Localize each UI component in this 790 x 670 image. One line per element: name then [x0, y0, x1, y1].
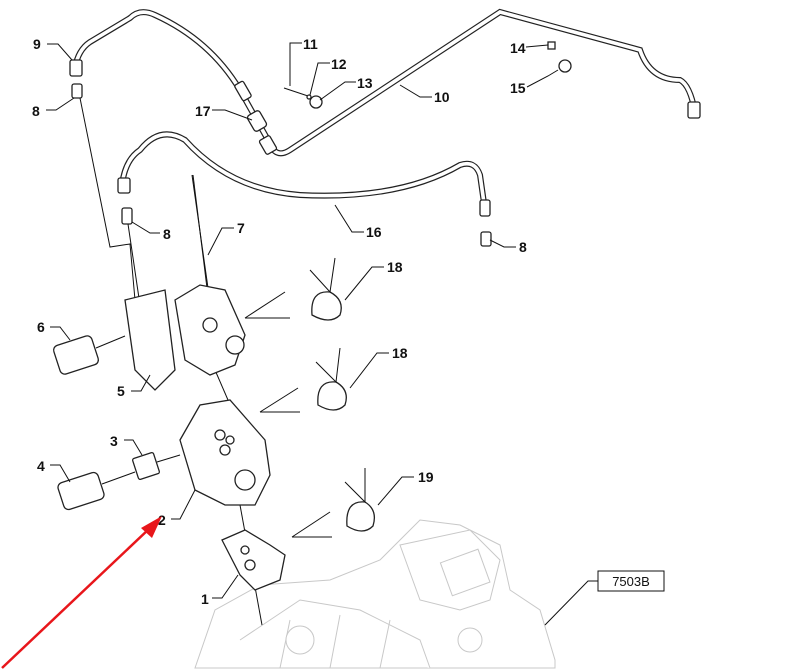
callout-9: 9	[33, 36, 41, 52]
callout-5: 5	[117, 383, 125, 399]
callout-10: 10	[434, 89, 450, 105]
callout-12: 12	[331, 56, 347, 72]
valve-block-1	[221, 529, 286, 591]
callout-18: 18	[392, 345, 408, 361]
seal-kit-bag-18a	[244, 257, 342, 321]
callout-17: 17	[195, 103, 211, 119]
callout-7: 7	[237, 220, 245, 236]
callout-6: 6	[37, 319, 45, 335]
leader-lines	[46, 42, 598, 626]
callout-2: 2	[158, 512, 166, 528]
reference-box: 7503B	[597, 570, 665, 592]
seal-kit-bag-19	[291, 468, 376, 538]
callout-15: 15	[510, 80, 526, 96]
callout-3: 3	[110, 433, 118, 449]
callout-14: 14	[510, 40, 526, 56]
tube-16	[119, 131, 488, 213]
seal-kit-bag-18b	[259, 347, 347, 413]
reference-code: 7503B	[612, 574, 650, 589]
callout-19: 19	[418, 469, 434, 485]
callout-1: 1	[201, 591, 209, 607]
transmission-housing-ghost	[194, 519, 556, 669]
callout-8: 8	[32, 103, 40, 119]
callout-8: 8	[519, 239, 527, 255]
callout-8: 8	[163, 226, 171, 242]
callout-labels: 9 8 11 12 13 14 15 10 17 16 8 7 8 18 18 …	[32, 36, 527, 607]
fittings	[69, 41, 701, 247]
callout-11: 11	[303, 36, 318, 52]
valve-block-5	[52, 284, 246, 391]
callout-13: 13	[357, 75, 373, 91]
callout-4: 4	[37, 458, 45, 474]
callout-16: 16	[366, 224, 382, 240]
valve-block-2	[57, 399, 271, 511]
callout-18: 18	[387, 259, 403, 275]
highlight-arrow	[1, 516, 162, 669]
